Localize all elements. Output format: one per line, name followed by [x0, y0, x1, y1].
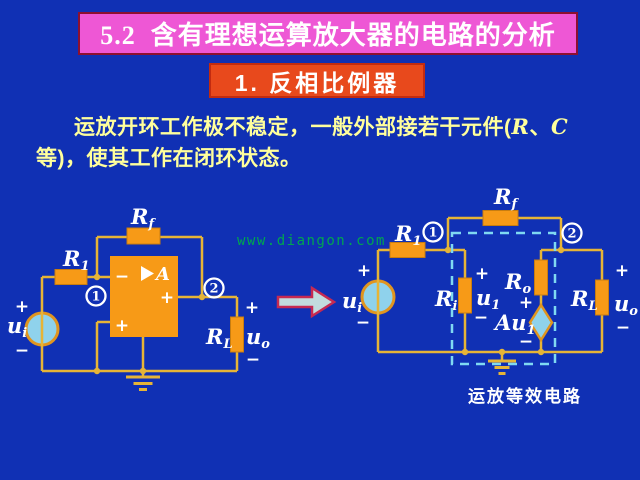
uo-plus-sign: +	[245, 298, 259, 318]
uo-plus-sign: +	[615, 261, 629, 281]
label-rl: RL	[205, 324, 233, 352]
label-ri: Ri	[434, 286, 457, 314]
dependent-source-diamond	[528, 302, 554, 343]
label-rl: RL	[570, 286, 598, 314]
label-ui: ui	[7, 313, 27, 341]
resistor-r1	[389, 242, 426, 258]
junction-dots	[444, 246, 565, 356]
dep-source-minus-sign: −	[519, 332, 533, 352]
resistor-rf	[482, 210, 519, 226]
svg-text:1: 1	[91, 290, 100, 305]
label-u1: u1	[476, 285, 500, 313]
watermark-text: www.diangon.com	[237, 233, 386, 249]
svg-text:1: 1	[428, 226, 437, 241]
circuit-diagram-equivalent: 1 2 Rf R1 + ui − Ri + u1 − Ro + Au1 − RL…	[342, 184, 638, 375]
uo-minus-sign: −	[246, 350, 260, 370]
ui-minus-sign: −	[356, 313, 370, 333]
dep-source-plus-sign: +	[519, 293, 533, 313]
transform-arrow-icon	[276, 285, 337, 319]
label-uo: uo	[614, 291, 638, 319]
body-line-1: 运放开环工作极不稳定，一般外部接若干元件(R、C	[74, 114, 569, 139]
body-paragraph: 运放开环工作极不稳定，一般外部接若干元件(R、C 等)，使其工作在闭环状态。	[36, 111, 616, 174]
label-ro: Ro	[504, 269, 531, 297]
svg-text:2: 2	[209, 282, 218, 297]
equivalent-circuit-caption: 运放等效电路	[468, 387, 582, 406]
opamp-gain-label: A	[154, 264, 170, 285]
label-r1: R1	[62, 246, 90, 274]
label-rf: Rf	[130, 204, 156, 232]
resistor-rl	[230, 316, 244, 353]
opamp-output-sign: +	[160, 288, 174, 308]
resistor-rf	[126, 227, 161, 245]
u1-plus-sign: +	[475, 264, 489, 284]
resistor-ro	[534, 259, 548, 296]
opamp-noninverting-input-sign: +	[115, 316, 129, 336]
resistor-rl	[595, 279, 609, 316]
opamp-model-dashed-box	[450, 231, 557, 366]
label-au1: Au1	[493, 310, 536, 338]
section-title: 1. 反相比例器	[209, 63, 425, 98]
page-title: 5.2 含有理想运算放大器的电路的分析	[78, 12, 578, 55]
variable-R: R	[511, 114, 530, 139]
ground-symbol	[126, 375, 160, 391]
label-rf: Rf	[493, 184, 519, 212]
label-r1: R1	[394, 221, 422, 249]
u1-minus-sign: −	[474, 308, 488, 328]
node-2-marker: 2	[203, 277, 225, 299]
ui-plus-sign: +	[357, 261, 371, 281]
node-1-marker: 1	[422, 221, 444, 243]
resistor-ri	[458, 277, 472, 314]
uo-minus-sign: −	[616, 318, 630, 338]
opamp-inverting-input-sign: −	[115, 267, 129, 287]
body-line-2: 等)，使其工作在闭环状态。	[36, 147, 302, 170]
section-title-text: 1. 反相比例器	[234, 69, 400, 96]
junction-dots	[93, 273, 206, 375]
circuit-diagram-inverting-amplifier: − A + + 1 2 Rf R1 RL + ui − + uo −	[7, 204, 270, 391]
ground-symbol	[488, 359, 516, 375]
variable-C: C	[550, 114, 569, 139]
label-uo: uo	[246, 324, 270, 352]
svg-text:2: 2	[567, 227, 576, 242]
ui-plus-sign: +	[15, 297, 29, 317]
node-2-marker: 2	[561, 222, 583, 244]
opamp-triangle-icon	[141, 266, 154, 281]
node-1-marker: 1	[85, 285, 107, 307]
resistor-r1	[54, 269, 88, 285]
page-title-text: 5.2 含有理想运算放大器的电路的分析	[100, 21, 556, 50]
label-ui: ui	[342, 288, 362, 316]
ui-minus-sign: −	[15, 341, 29, 361]
